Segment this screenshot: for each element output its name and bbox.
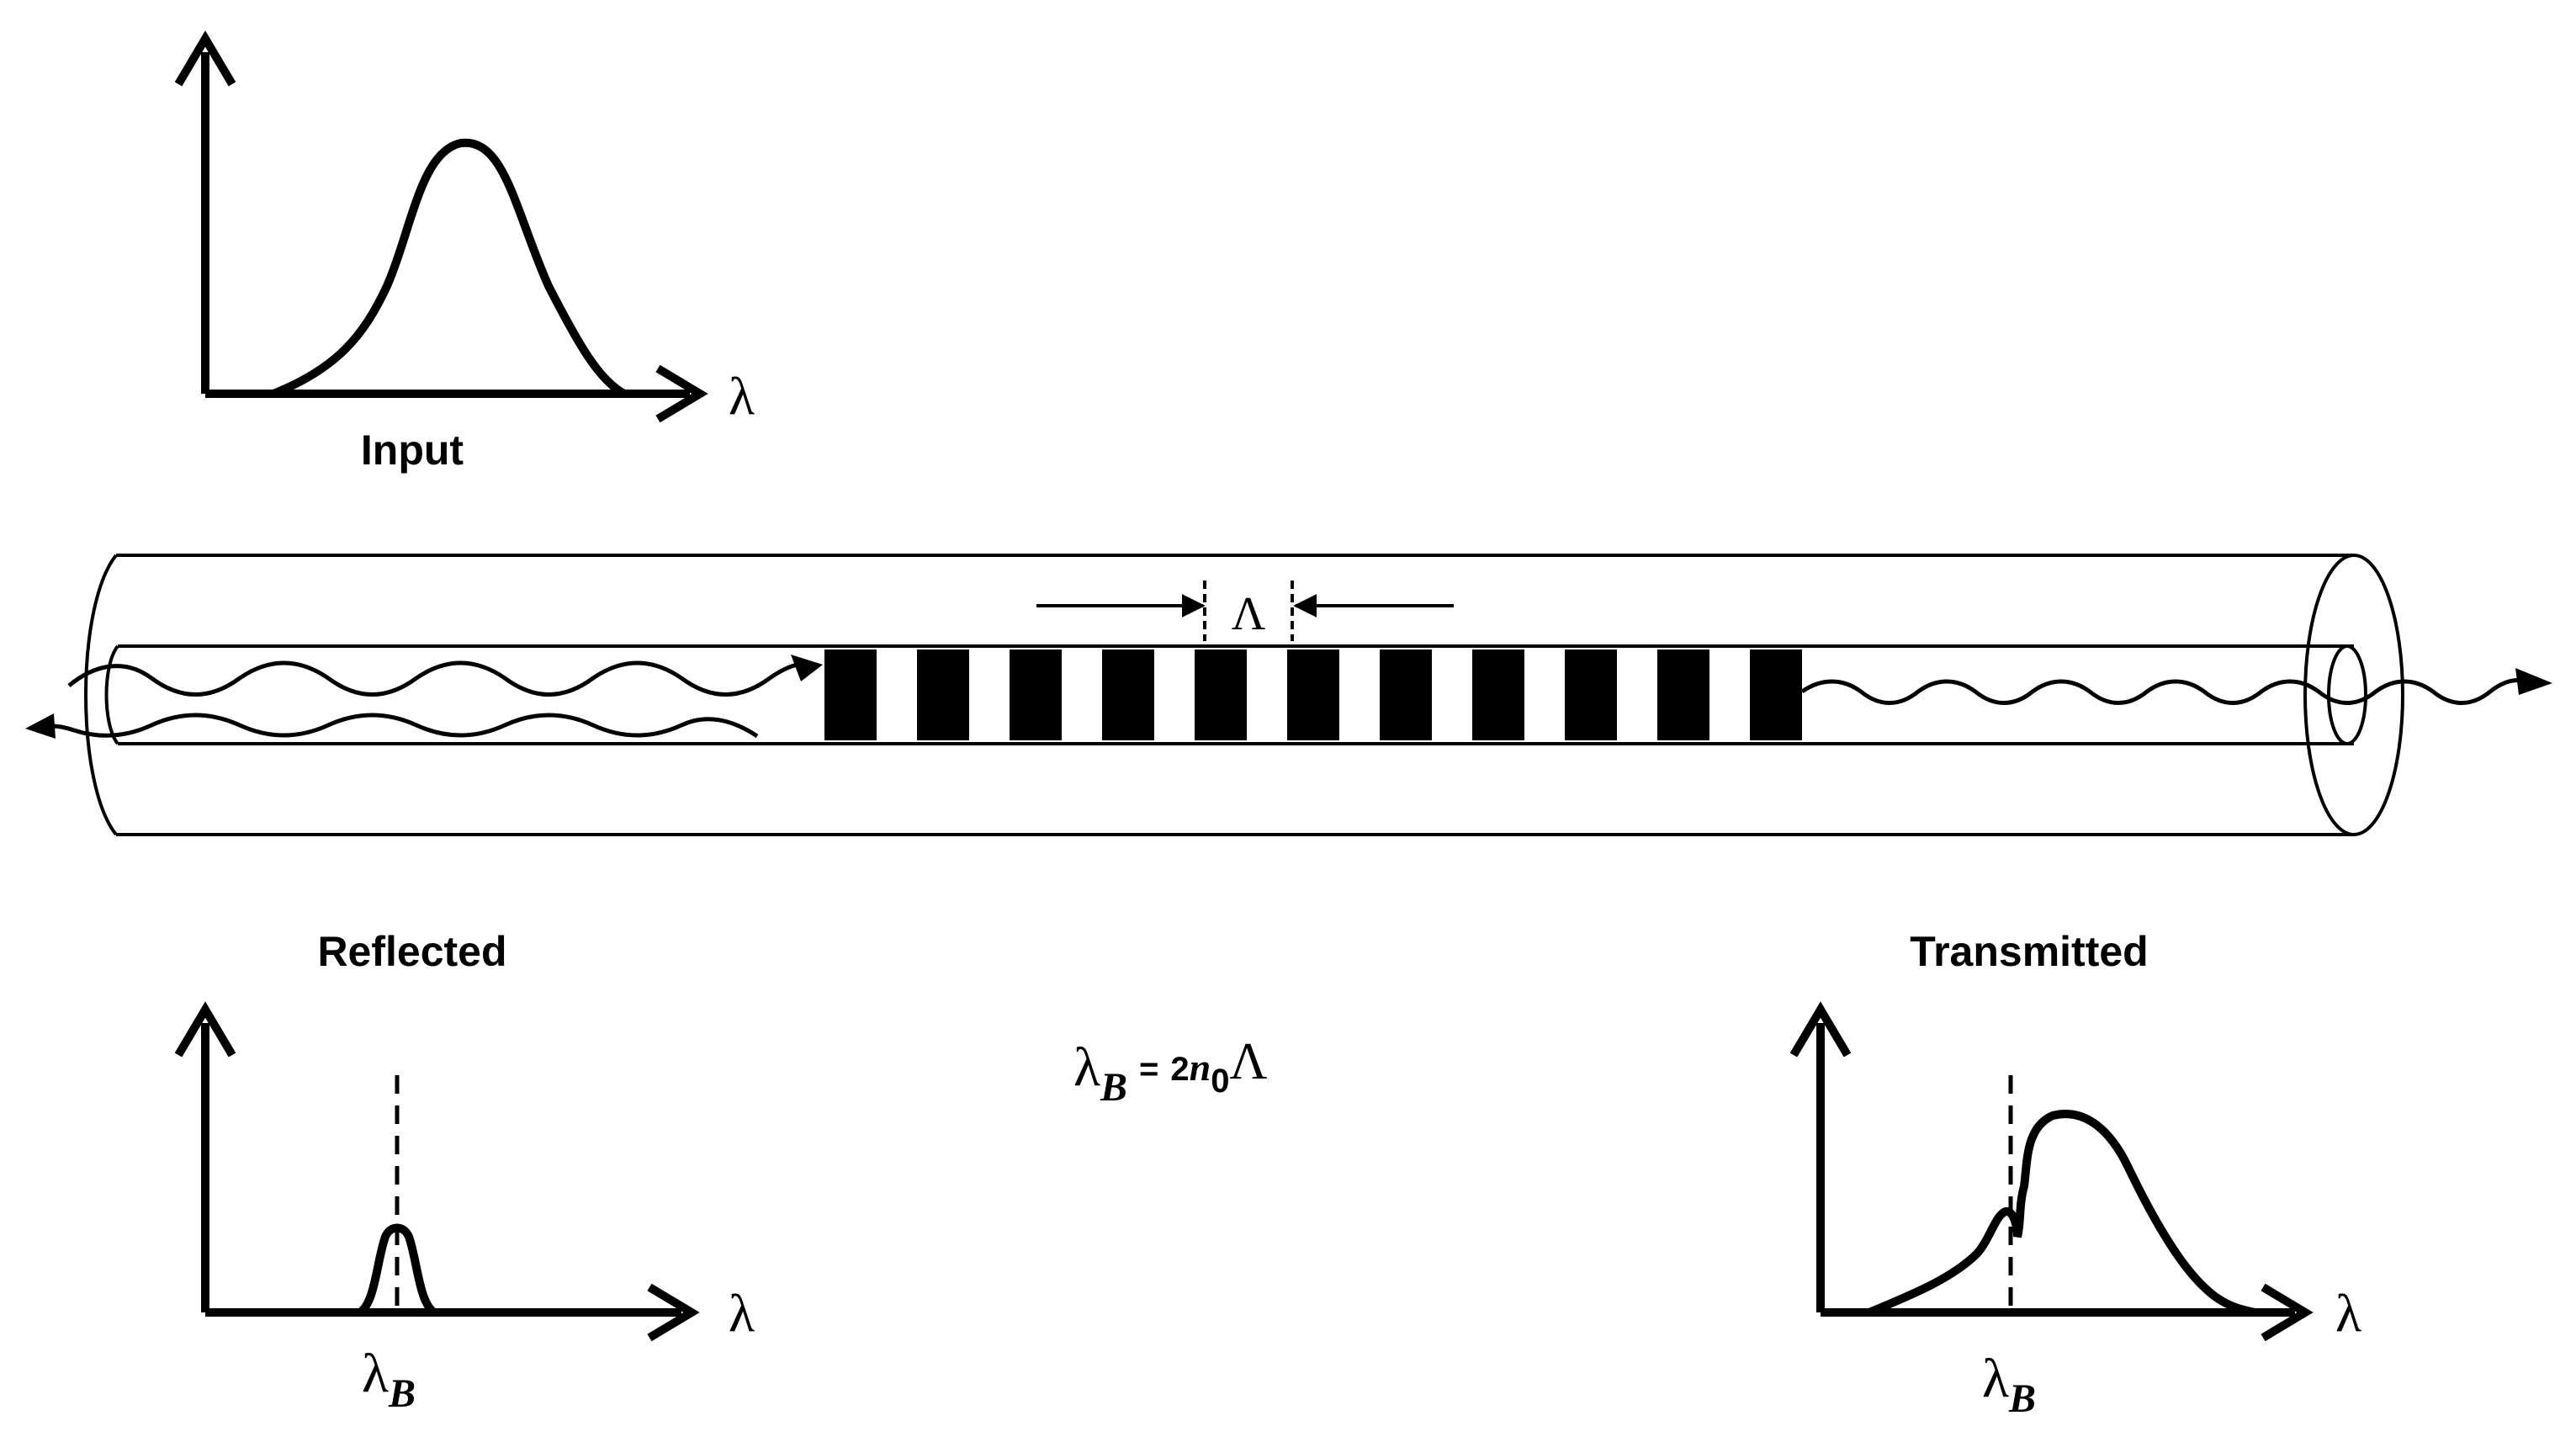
- transmitted-plot-y-arrowhead: [1789, 1001, 1852, 1058]
- reflected-plot: Reflected λ λB: [174, 928, 755, 1416]
- reflected-plot-x-label: λ: [729, 1283, 755, 1343]
- reflected-bragg-symbol: λ: [362, 1343, 389, 1404]
- right-waves: [1800, 668, 2552, 705]
- grating-period-label: Λ: [1232, 588, 1266, 640]
- transmitted-bragg-subscript: B: [2008, 1376, 2036, 1421]
- reflected-wave: [40, 713, 759, 739]
- equation-lhs-symbol: λ: [1073, 1036, 1100, 1098]
- input-plot-x-label: λ: [729, 366, 755, 426]
- grating-bar: [1102, 649, 1154, 740]
- transmitted-spectrum-curve: [1865, 1110, 2259, 1317]
- grating-bar: [917, 649, 969, 740]
- incident-wave-arrowhead: [791, 655, 823, 681]
- transmitted-plot-x-label: λ: [2335, 1283, 2361, 1343]
- grating-bar: [1472, 649, 1524, 740]
- grating-bar: [1380, 649, 1432, 740]
- equation-period-symbol: Λ: [1229, 1033, 1267, 1090]
- incident-wave: [67, 660, 808, 697]
- fiber-core-right-end: [2327, 644, 2367, 745]
- reflected-spectrum-peak: [356, 1223, 438, 1317]
- transmitted-plot: Transmitted λ λB: [1789, 928, 2361, 1421]
- reflected-plot-x-arrowhead: [647, 1283, 700, 1342]
- transmitted-wave-arrowhead: [2515, 668, 2552, 695]
- grating-bar: [1657, 649, 1709, 740]
- reflected-wave-arrowhead: [25, 713, 56, 739]
- bragg-equation: λB = 2n0Λ: [1073, 1033, 1267, 1110]
- grating-bar: [824, 649, 877, 740]
- fiber-right-end-face: [2303, 554, 2404, 836]
- reflected-bragg-subscript: B: [388, 1371, 416, 1416]
- transmitted-plot-title: Transmitted: [1910, 928, 2148, 975]
- equation-equals: =: [1139, 1051, 1158, 1088]
- reflected-bragg-label: λB: [362, 1343, 416, 1416]
- equation-index-symbol: n: [1190, 1046, 1211, 1089]
- reflected-plot-y-arrowhead: [174, 1001, 236, 1058]
- left-waves: [25, 655, 823, 739]
- transmitted-plot-x-arrowhead: [2261, 1283, 2314, 1342]
- transmitted-bragg-label: λB: [1982, 1348, 2036, 1421]
- input-spectrum-curve: [269, 138, 628, 398]
- input-plot-y-arrowhead: [174, 30, 236, 87]
- equation-lhs-subscript: B: [1100, 1065, 1127, 1110]
- grating-bar: [1565, 649, 1617, 740]
- equation-index-subscript: 0: [1211, 1063, 1229, 1100]
- input-plot-x-arrowhead: [655, 364, 708, 423]
- bragg-grating: [824, 649, 1802, 740]
- grating-period-marker: Λ: [1036, 581, 1454, 641]
- fiber-left-end: [84, 554, 118, 836]
- input-plot: λ Input: [174, 30, 755, 474]
- reflected-plot-title: Reflected: [317, 928, 506, 975]
- transmitted-bragg-symbol: λ: [1982, 1348, 2009, 1409]
- grating-bar: [1750, 649, 1802, 740]
- fiber-core-left-end: [104, 644, 119, 745]
- grating-bar: [1195, 649, 1247, 740]
- input-plot-title: Input: [361, 427, 464, 474]
- transmitted-wave: [1800, 678, 2528, 705]
- grating-bar: [1287, 649, 1339, 740]
- equation-coefficient: 2: [1170, 1051, 1189, 1088]
- grating-bar: [1010, 649, 1062, 740]
